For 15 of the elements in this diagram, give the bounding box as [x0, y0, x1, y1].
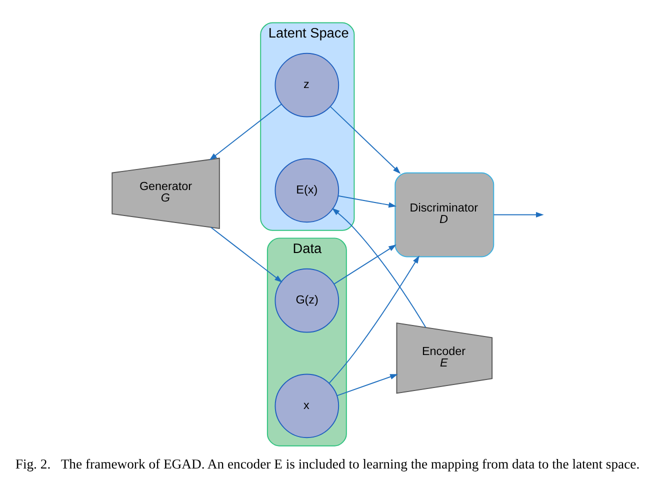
node-box: Encoder E — [396, 322, 493, 394]
arrow — [493, 212, 544, 218]
arrow — [336, 374, 398, 396]
arrow — [330, 106, 401, 174]
node-circle: z — [274, 52, 340, 118]
arrow — [210, 226, 282, 282]
arrow — [338, 195, 396, 208]
arrow — [332, 208, 426, 328]
node-box: Discriminator D — [394, 172, 494, 258]
caption: Fig. 2. The framework of EGAD. An encoder E is included to learning the mapping from data to the latent space. — [15, 456, 640, 472]
arrow — [209, 104, 282, 160]
node-box: Generator G — [112, 158, 220, 229]
arrow — [328, 256, 420, 384]
arrow — [334, 244, 396, 285]
node-circle: x — [274, 374, 340, 438]
